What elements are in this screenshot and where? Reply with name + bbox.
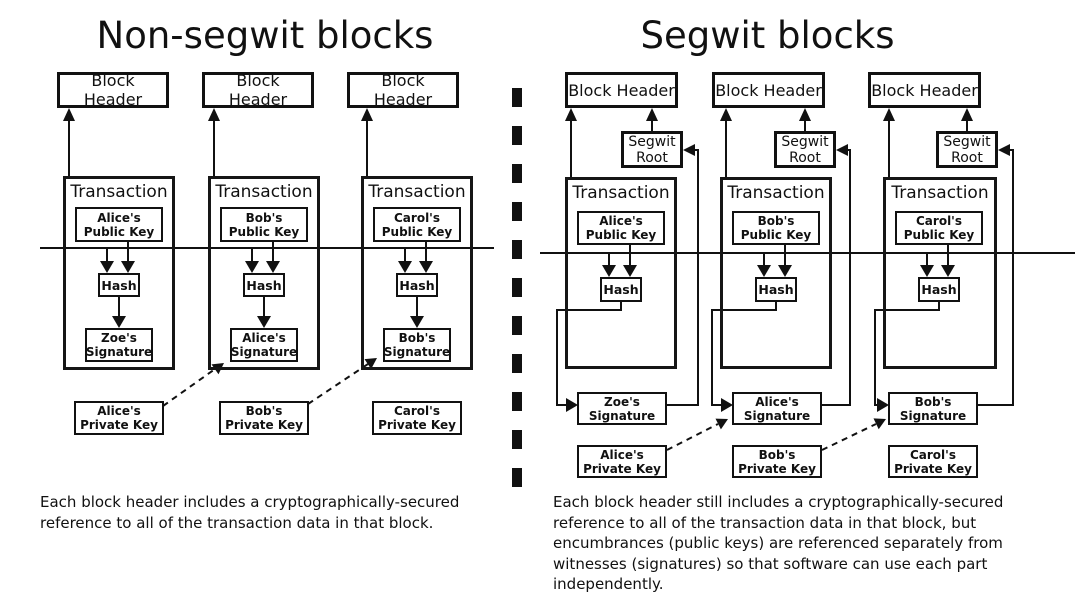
transaction-label: Transaction <box>727 183 825 203</box>
segwit-root-box: Segwit Root <box>774 131 836 168</box>
private-key-box: Bob's Private Key <box>732 445 822 478</box>
private-key-box: Alice's Private Key <box>74 401 164 435</box>
transaction-box: Transaction <box>720 177 832 369</box>
public-key-box: Bob's Public Key <box>220 207 308 242</box>
right-col3-arrows <box>874 108 1014 412</box>
private-key-box: Carol's Private Key <box>888 445 978 478</box>
hash-box: Hash <box>98 273 140 297</box>
transaction-box: Transaction <box>361 176 473 370</box>
right-col2-arrows <box>711 108 851 412</box>
hash-box: Hash <box>755 277 797 302</box>
right-caption: Each block header still includes a crypt… <box>553 493 1004 593</box>
transaction-box: Transaction <box>565 177 677 369</box>
public-key-box: Alice's Public Key <box>75 207 163 242</box>
signature-box: Alice's Signature <box>732 392 822 425</box>
left-col2-arrows <box>208 108 280 328</box>
block-header-box: Block Header <box>565 72 678 108</box>
transaction-label: Transaction <box>215 182 313 202</box>
signature-box: Zoe's Signature <box>577 392 667 425</box>
private-key-box: Alice's Private Key <box>577 445 667 478</box>
left-col3-arrows <box>361 108 433 328</box>
signature-box: Alice's Signature <box>230 328 298 362</box>
signature-box: Bob's Signature <box>888 392 978 425</box>
segwit-root-box: Segwit Root <box>621 131 683 168</box>
transaction-box: Transaction <box>63 176 175 370</box>
segwit-root-box: Segwit Root <box>936 131 998 168</box>
left-col1-arrows <box>63 108 135 328</box>
signature-box: Zoe's Signature <box>85 328 153 362</box>
hash-box: Hash <box>396 273 438 297</box>
transaction-label: Transaction <box>891 183 989 203</box>
transaction-box: Transaction <box>883 177 997 369</box>
right-privatekey-signature-dashed-arrows <box>666 418 886 451</box>
block-header-box: Block Header <box>202 71 314 109</box>
public-key-box: Alice's Public Key <box>577 211 665 245</box>
block-header-box: Block Header <box>868 72 981 108</box>
public-key-box: Carol's Public Key <box>895 211 983 245</box>
left-caption: Each block header includes a cryptograph… <box>40 493 460 532</box>
transaction-label: Transaction <box>70 182 168 202</box>
left-title: Non-segwit blocks <box>96 14 434 57</box>
hash-box: Hash <box>600 277 642 302</box>
public-key-box: Carol's Public Key <box>373 207 461 242</box>
hash-box: Hash <box>243 273 285 297</box>
public-key-box: Bob's Public Key <box>732 211 820 245</box>
private-key-box: Carol's Private Key <box>372 401 462 435</box>
right-title: Segwit blocks <box>640 14 895 57</box>
transaction-box: Transaction <box>208 176 320 370</box>
hash-box: Hash <box>918 277 960 302</box>
private-key-box: Bob's Private Key <box>219 401 309 435</box>
block-header-box: Block Header <box>712 72 825 108</box>
transaction-label: Transaction <box>572 183 670 203</box>
block-header-box: Block Header <box>347 71 459 109</box>
transaction-label: Transaction <box>368 182 466 202</box>
block-header-box: Block Header <box>57 71 169 109</box>
signature-box: Bob's Signature <box>383 328 451 362</box>
right-col1-arrows <box>556 108 699 412</box>
